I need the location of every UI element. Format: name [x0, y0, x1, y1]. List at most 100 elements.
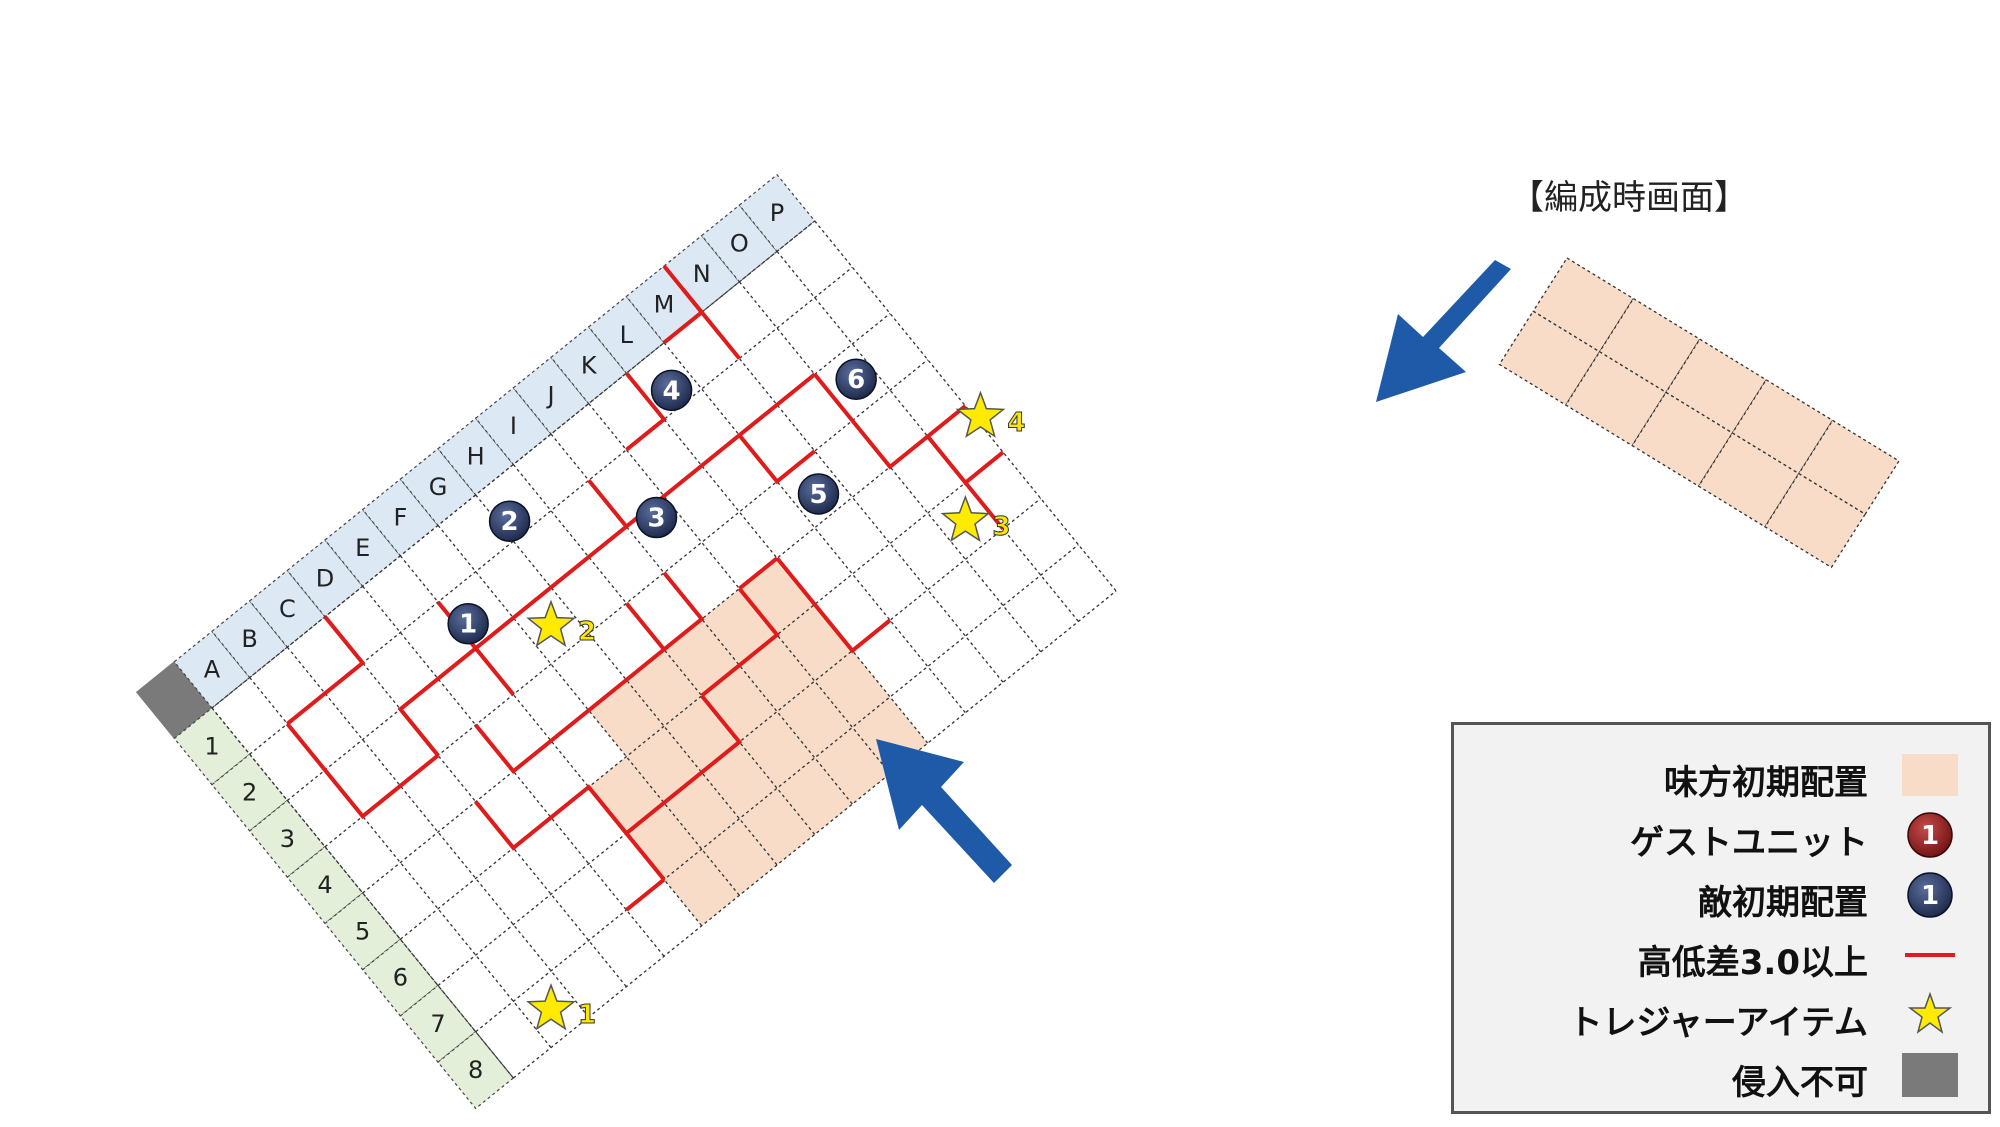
column-header-label: D: [316, 564, 334, 592]
height-difference-line: [681, 287, 741, 360]
enemy-unit-marker: 1: [447, 602, 489, 645]
enemy-legend-number: 1: [1921, 881, 1939, 911]
column-header-label: A: [204, 656, 221, 684]
treasure-number: 2: [578, 617, 596, 647]
map-grid: [211, 220, 1117, 1079]
enemy-number: 1: [459, 610, 477, 640]
height-difference-line: [963, 481, 1005, 531]
grid-line: [663, 342, 966, 714]
enemy-unit-marker: 6: [835, 358, 877, 400]
height-difference-line: [813, 373, 854, 422]
legend-row-treasure: トレジャーアイテム: [1454, 987, 1988, 1047]
column-header-label: P: [770, 199, 784, 227]
height-difference-line: [924, 404, 1005, 486]
ally-start-tile: [701, 588, 778, 666]
enemy-unit-marker: 4: [650, 369, 693, 412]
height-difference-line: [625, 694, 743, 835]
treasure-item-marker: 2: [526, 599, 597, 647]
ally-start-tile: [777, 757, 853, 835]
legend-label-enemy: 敵初期配置: [1698, 883, 1868, 923]
enemy-unit-marker: 5: [797, 473, 840, 515]
ally-start-zone: [588, 558, 928, 926]
height-line-icon: [1902, 931, 1958, 979]
ally-swatch: [1902, 751, 1958, 799]
ally-start-tile: [626, 649, 702, 727]
row-header-label: 1: [204, 732, 219, 760]
legend-row-guest: ゲストユニット 1: [1454, 807, 1988, 867]
enemy-number: 4: [663, 376, 681, 406]
column-header-label: E: [355, 534, 370, 562]
grid-line: [362, 585, 665, 957]
star-icon: [526, 599, 576, 647]
legend-row-ally: 味方初期配置: [1454, 747, 1988, 807]
treasure-item-marker: 4: [955, 390, 1026, 438]
row-header-label: 4: [317, 871, 332, 899]
ally-start-tile: [664, 849, 740, 926]
ally-start-tile: [777, 604, 853, 682]
enemy-circle: [635, 496, 678, 539]
column-header-label: F: [393, 503, 407, 531]
ally-start-tile: [701, 741, 778, 819]
row-header-label: 3: [280, 825, 295, 853]
ally-start-tile: [739, 558, 815, 635]
legend-label-guest: ゲストユニット: [1630, 823, 1868, 863]
enemy-number: 3: [647, 504, 665, 534]
formation-slot: [1764, 472, 1867, 569]
height-difference-line: [474, 723, 553, 775]
height-difference-line: [775, 556, 892, 654]
treasure-item-marker: 3: [940, 494, 1011, 542]
height-difference-line: [737, 433, 816, 485]
row-header-label: 7: [430, 1010, 445, 1038]
grid-line: [776, 250, 1079, 622]
grid-line: [814, 220, 1117, 592]
enemy-circle: [797, 473, 840, 515]
height-difference-line: [625, 877, 666, 912]
enemy-circle: [447, 602, 489, 645]
grid-line: [588, 403, 891, 775]
treasure-number: 4: [1007, 408, 1025, 438]
height-difference-line: [624, 371, 667, 452]
row-header-label: 5: [355, 917, 370, 945]
arrows: [876, 260, 1511, 883]
legend-label-treasure: トレジャーアイテム: [1568, 1003, 1868, 1043]
height-difference-line: [738, 556, 779, 591]
height-difference-lines: [285, 264, 1005, 912]
arrow-icon: [876, 739, 1012, 883]
treasure-number: 3: [992, 512, 1010, 542]
height-difference-line: [286, 615, 366, 726]
grid-line: [738, 281, 1042, 653]
column-header-label: C: [279, 595, 296, 623]
grid-line: [324, 616, 627, 988]
arrow-icon: [1376, 260, 1511, 402]
ally-start-tile: [701, 818, 778, 896]
height-difference-line: [850, 419, 929, 470]
ally-start-tile: [664, 772, 740, 850]
column-header-label: G: [429, 473, 448, 501]
grid-line: [475, 494, 778, 866]
ally-start-tile: [588, 679, 665, 757]
guest-unit-icon: 1: [1902, 811, 1958, 859]
column-header-label: K: [581, 351, 598, 379]
grid-line: [512, 464, 816, 835]
column-header-label: J: [545, 382, 554, 410]
legend-row-blocked: 侵入不可: [1454, 1047, 1988, 1107]
enemy-circle: [488, 500, 531, 542]
enemy-number: 2: [501, 507, 519, 537]
legend-row-height: 高低差3.0以上: [1454, 927, 1988, 987]
ally-start-tile: [588, 756, 665, 834]
height-difference-line: [662, 571, 705, 652]
legend-row-enemy: 敵初期配置 1: [1454, 867, 1988, 927]
height-difference-line: [285, 722, 440, 820]
height-difference-line: [474, 647, 515, 696]
column-header-label: N: [693, 260, 711, 288]
height-difference-line: [549, 784, 666, 881]
legend-label-ally: 味方初期配置: [1664, 763, 1868, 803]
enemy-unit-marker: 2: [488, 500, 531, 542]
grid-line: [701, 311, 1004, 683]
height-difference-line: [700, 587, 780, 698]
column-header-label: B: [241, 625, 257, 653]
enemy-circle: [650, 369, 693, 412]
grid-line: [211, 707, 514, 1079]
